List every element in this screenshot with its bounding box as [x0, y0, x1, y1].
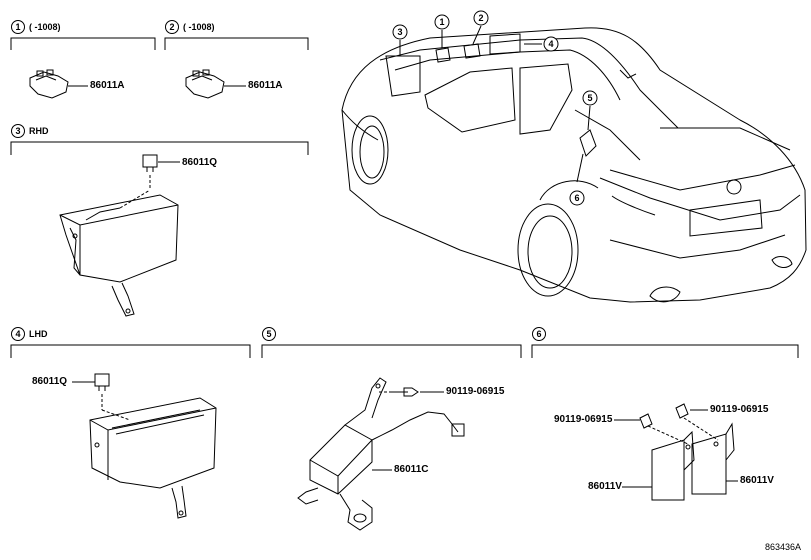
car-callout-5: [582, 90, 598, 106]
part-number-bolt-6-right: 90119-06915: [710, 404, 769, 415]
part-number-86011a-1: 86011A: [90, 80, 125, 91]
section-1-label: ( -1008): [29, 22, 61, 32]
section-6-header: 6: [532, 327, 550, 341]
section-3-header: 3 RHD: [11, 124, 49, 138]
section-2-label: ( -1008): [183, 22, 215, 32]
part-number-86011q-rhd: 86011Q: [182, 157, 218, 168]
section-4-bracket: [10, 344, 251, 358]
car-callout-6-label: 6: [574, 193, 579, 203]
section-1-bracket: [10, 37, 156, 50]
part-number-86011c: 86011C: [394, 464, 429, 475]
section-5-bracket: [261, 344, 522, 358]
connector-86011a-right: [185, 69, 246, 99]
car-callout-4: [543, 36, 559, 52]
car-callout-4-label: 4: [548, 39, 553, 49]
section-1-number: 1: [11, 20, 25, 34]
part-number-86011q-lhd: 86011Q: [32, 376, 68, 387]
section-3-bracket: [10, 141, 309, 155]
section-3-label: RHD: [29, 126, 49, 136]
section-5-header: 5: [262, 327, 280, 341]
section-6-bracket: [531, 344, 799, 358]
part-number-bolt-5: 90119-06915: [446, 386, 505, 397]
section-2-bracket: [164, 37, 309, 50]
sensor-86011c: [297, 377, 465, 531]
part-number-86011v-left: 86011V: [588, 481, 622, 492]
diagram-reference-number: 863436A: [764, 542, 801, 552]
car-callout-2-label: 2: [478, 13, 483, 23]
section-5-number: 5: [262, 327, 276, 341]
section-4-header: 4 LHD: [11, 327, 48, 341]
section-3-number: 3: [11, 124, 25, 138]
section-2-header: 2 ( -1008): [165, 20, 215, 34]
sensor-unit-lhd: [72, 373, 217, 519]
section-1-header: 1 ( -1008): [11, 20, 61, 34]
car-callout-6: [569, 190, 585, 206]
connector-86011a-left: [29, 69, 88, 99]
part-number-86011a-2: 86011A: [248, 80, 283, 91]
car-callout-1-label: 1: [439, 17, 444, 27]
sensor-unit-rhd: [59, 154, 180, 317]
car-callout-3-label: 3: [397, 27, 402, 37]
part-number-bolt-6-left: 90119-06915: [554, 414, 613, 425]
section-4-number: 4: [11, 327, 25, 341]
car-callout-2: [473, 10, 489, 26]
section-2-number: 2: [165, 20, 179, 34]
sensor-bracket-pair-86011v: [614, 403, 738, 501]
car-callout-3: [392, 24, 408, 40]
part-number-86011v-right: 86011V: [740, 475, 774, 486]
section-6-number: 6: [532, 327, 546, 341]
car-illustration: [341, 25, 807, 303]
car-callout-5-label: 5: [587, 93, 592, 103]
car-callout-1: [434, 14, 450, 30]
section-4-label: LHD: [29, 329, 48, 339]
